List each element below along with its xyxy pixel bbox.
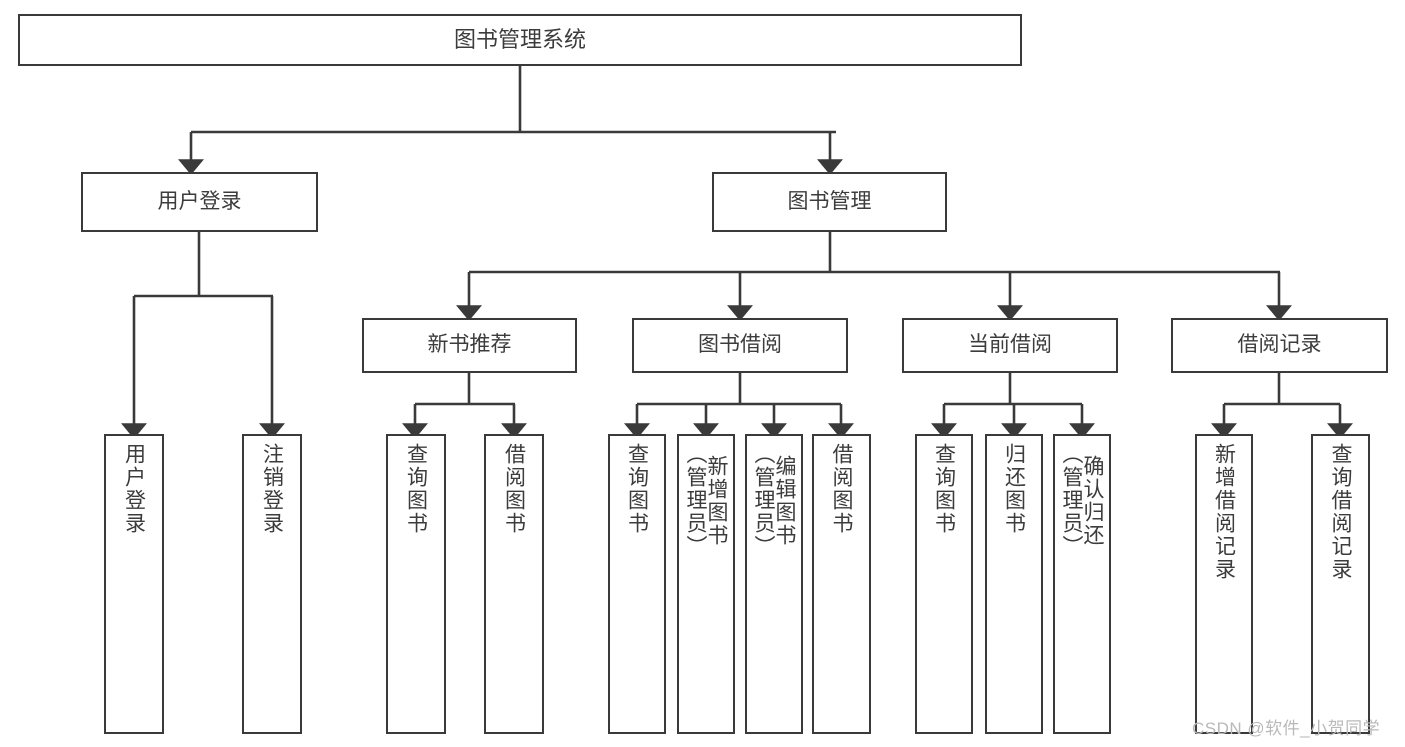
node-label: 查询图书: [625, 443, 649, 535]
leaf-borrow-book[interactable]: 借阅图书: [812, 434, 871, 734]
node-book-borrow[interactable]: 图书借阅: [632, 318, 848, 373]
node-label: 用户登录: [122, 443, 146, 535]
node-label: 图书管理系统: [453, 27, 586, 53]
leaf-confirm-return-admin[interactable]: 确认归还 （管理员）: [1053, 434, 1111, 734]
node-label: 查询图书: [932, 443, 956, 535]
node-label: 确认归还 （管理员）: [1060, 443, 1104, 558]
node-label: 新书推荐: [427, 333, 512, 357]
node-label: 新增图书 （管理员）: [684, 443, 728, 558]
node-borrow-record[interactable]: 借阅记录: [1171, 318, 1388, 373]
node-label: 用户登录: [157, 189, 242, 213]
leaf-return-book[interactable]: 归还图书: [985, 434, 1043, 734]
leaf-user-login[interactable]: 用户登录: [104, 434, 164, 734]
leaf-add-book-admin[interactable]: 新增图书 （管理员）: [677, 434, 735, 734]
node-label: 新增借阅记录: [1212, 443, 1236, 581]
leaf-logout[interactable]: 注销登录: [242, 434, 302, 734]
csdn-watermark: CSDN @软件_小贺同学: [1192, 719, 1381, 738]
node-label: 归还图书: [1002, 443, 1026, 535]
leaf-borrow-book-recommend[interactable]: 借阅图书: [484, 434, 544, 734]
node-label: 借阅图书: [830, 443, 853, 535]
node-book-management[interactable]: 图书管理: [712, 172, 947, 232]
node-label: 查询图书: [404, 443, 428, 535]
node-new-book-recommend[interactable]: 新书推荐: [362, 318, 577, 373]
node-user-login[interactable]: 用户登录: [81, 172, 318, 232]
leaf-query-book-current[interactable]: 查询图书: [915, 434, 973, 734]
node-label: 当前借阅: [968, 333, 1052, 357]
node-label: 编辑图书 （管理员）: [752, 443, 796, 558]
node-current-borrow[interactable]: 当前借阅: [902, 318, 1118, 373]
node-label: 查询借阅记录: [1329, 443, 1352, 581]
leaf-add-borrow-record[interactable]: 新增借阅记录: [1195, 434, 1253, 734]
node-label: 注销登录: [260, 443, 284, 535]
node-label: 借阅图书: [502, 443, 526, 535]
node-root-system[interactable]: 图书管理系统: [18, 14, 1022, 66]
leaf-query-book-recommend[interactable]: 查询图书: [386, 434, 446, 734]
node-label: 图书管理: [787, 189, 872, 213]
leaf-edit-book-admin[interactable]: 编辑图书 （管理员）: [745, 434, 803, 734]
leaf-query-book-borrow[interactable]: 查询图书: [608, 434, 666, 734]
node-label: 借阅记录: [1237, 333, 1322, 357]
leaf-query-borrow-record[interactable]: 查询借阅记录: [1311, 434, 1370, 734]
node-label: 图书借阅: [698, 333, 782, 357]
